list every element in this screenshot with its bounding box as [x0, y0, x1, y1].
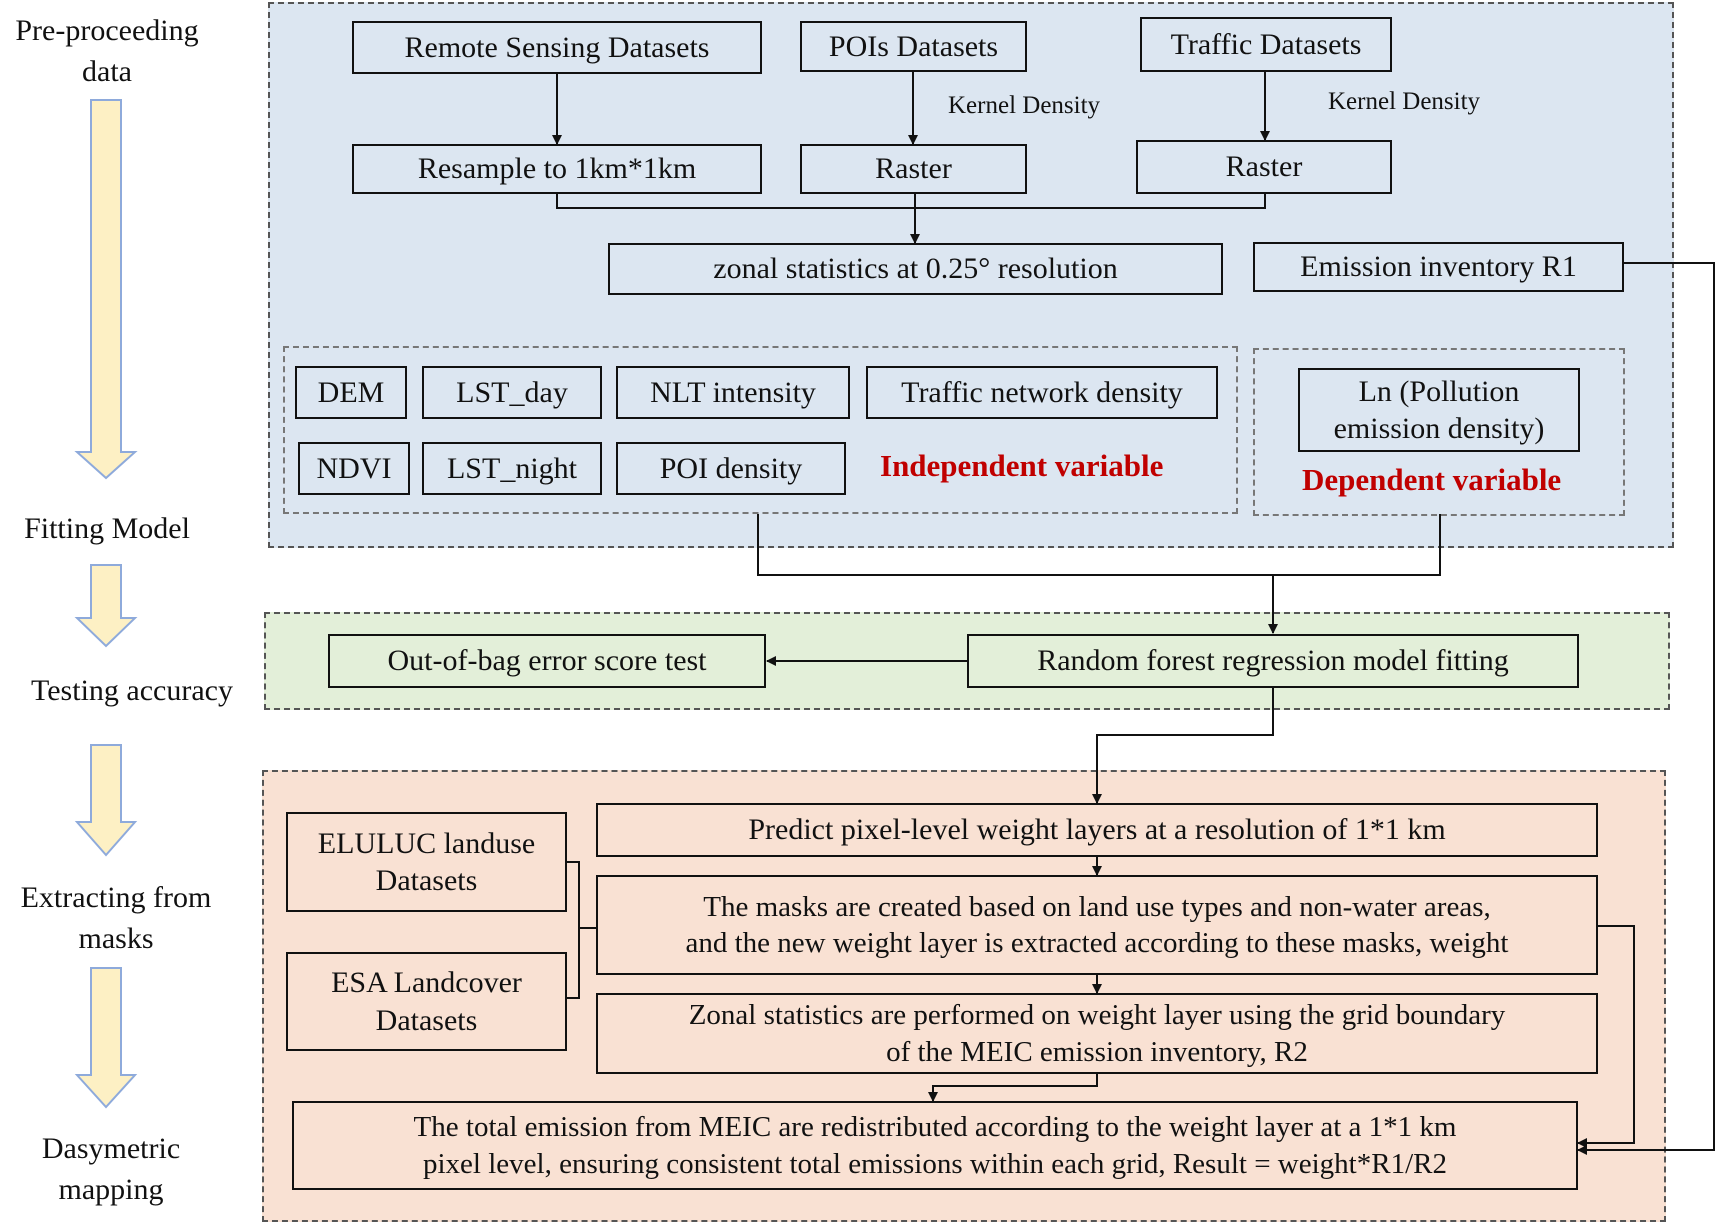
- arrow-independent-to-rf: [757, 514, 1441, 576]
- zonal-statistics-box: zonal statistics at 0.25° resolution: [608, 243, 1223, 295]
- raster-box-traffic: Raster: [1136, 140, 1392, 194]
- stage-arrows: [74, 99, 138, 1109]
- arrow-zonal-r2-to-result: [928, 1074, 1098, 1102]
- arrow-masks-to-result: [1577, 925, 1635, 1148]
- stage-arrow-1: [74, 99, 138, 480]
- independent-variables-group: [283, 346, 1238, 514]
- oob-error-test-box: Out-of-bag error score test: [328, 634, 766, 688]
- independent-variable-label: Independent variable: [880, 448, 1164, 483]
- stage-label-fitting: Fitting Model: [24, 512, 190, 545]
- eluluc-landuse-box: ELULUC landuse Datasets: [286, 812, 567, 912]
- dem-box: DEM: [295, 366, 407, 419]
- poi-density-box: POI density: [616, 442, 846, 495]
- stage-arrow-3: [74, 744, 138, 857]
- esa-landcover-box: ESA Landcover Datasets: [286, 952, 567, 1051]
- stage-label-extracting: Extracting from masks: [20, 881, 212, 956]
- random-forest-fitting-box: Random forest regression model fitting: [967, 634, 1579, 688]
- emission-inventory-r1-box: Emission inventory R1: [1253, 242, 1624, 292]
- stage-arrow-2: [74, 564, 138, 648]
- kernel-density-label-pois: Kernel Density: [948, 92, 1101, 119]
- mapping-region: [262, 770, 1666, 1222]
- dependent-variable-label: Dependent variable: [1302, 462, 1562, 497]
- nlt-intensity-box: NLT intensity: [616, 366, 850, 419]
- zonal-statistics-r2-box: Zonal statistics are performed on weight…: [596, 993, 1598, 1074]
- landuse-bracket: [566, 861, 580, 999]
- lst-night-box: LST_night: [422, 442, 602, 495]
- traffic-network-density-box: Traffic network density: [866, 366, 1218, 419]
- stage-label-preprocessing: Pre-proceeding data: [15, 14, 199, 89]
- resample-box: Resample to 1km*1km: [352, 144, 762, 194]
- arrow-r1-to-result: [1577, 262, 1715, 1155]
- result-redistribution-box: The total emission from MEIC are redistr…: [292, 1101, 1578, 1190]
- stage-label-dasymetric: Dasymetric mapping: [41, 1132, 181, 1207]
- arrow-merge-to-zonal: [556, 194, 1266, 209]
- traffic-datasets-box: Traffic Datasets: [1140, 17, 1392, 72]
- remote-sensing-datasets-box: Remote Sensing Datasets: [352, 21, 762, 74]
- arrow-rf-to-predict: [1092, 687, 1274, 804]
- stage-arrow-4: [74, 967, 138, 1109]
- ndvi-box: NDVI: [298, 442, 410, 495]
- ln-pollution-box: Ln (Pollution emission density): [1298, 368, 1580, 452]
- stage-label-testing: Testing accuracy: [31, 674, 233, 707]
- lst-day-box: LST_day: [422, 366, 602, 419]
- pois-datasets-box: POIs Datasets: [800, 21, 1027, 72]
- predict-weight-layers-box: Predict pixel-level weight layers at a r…: [596, 803, 1598, 857]
- preprocessing-region: [268, 2, 1674, 548]
- raster-box-pois: Raster: [800, 144, 1027, 194]
- mask-extraction-box: The masks are created based on land use …: [596, 875, 1598, 975]
- kernel-density-label-traffic: Kernel Density: [1328, 88, 1481, 115]
